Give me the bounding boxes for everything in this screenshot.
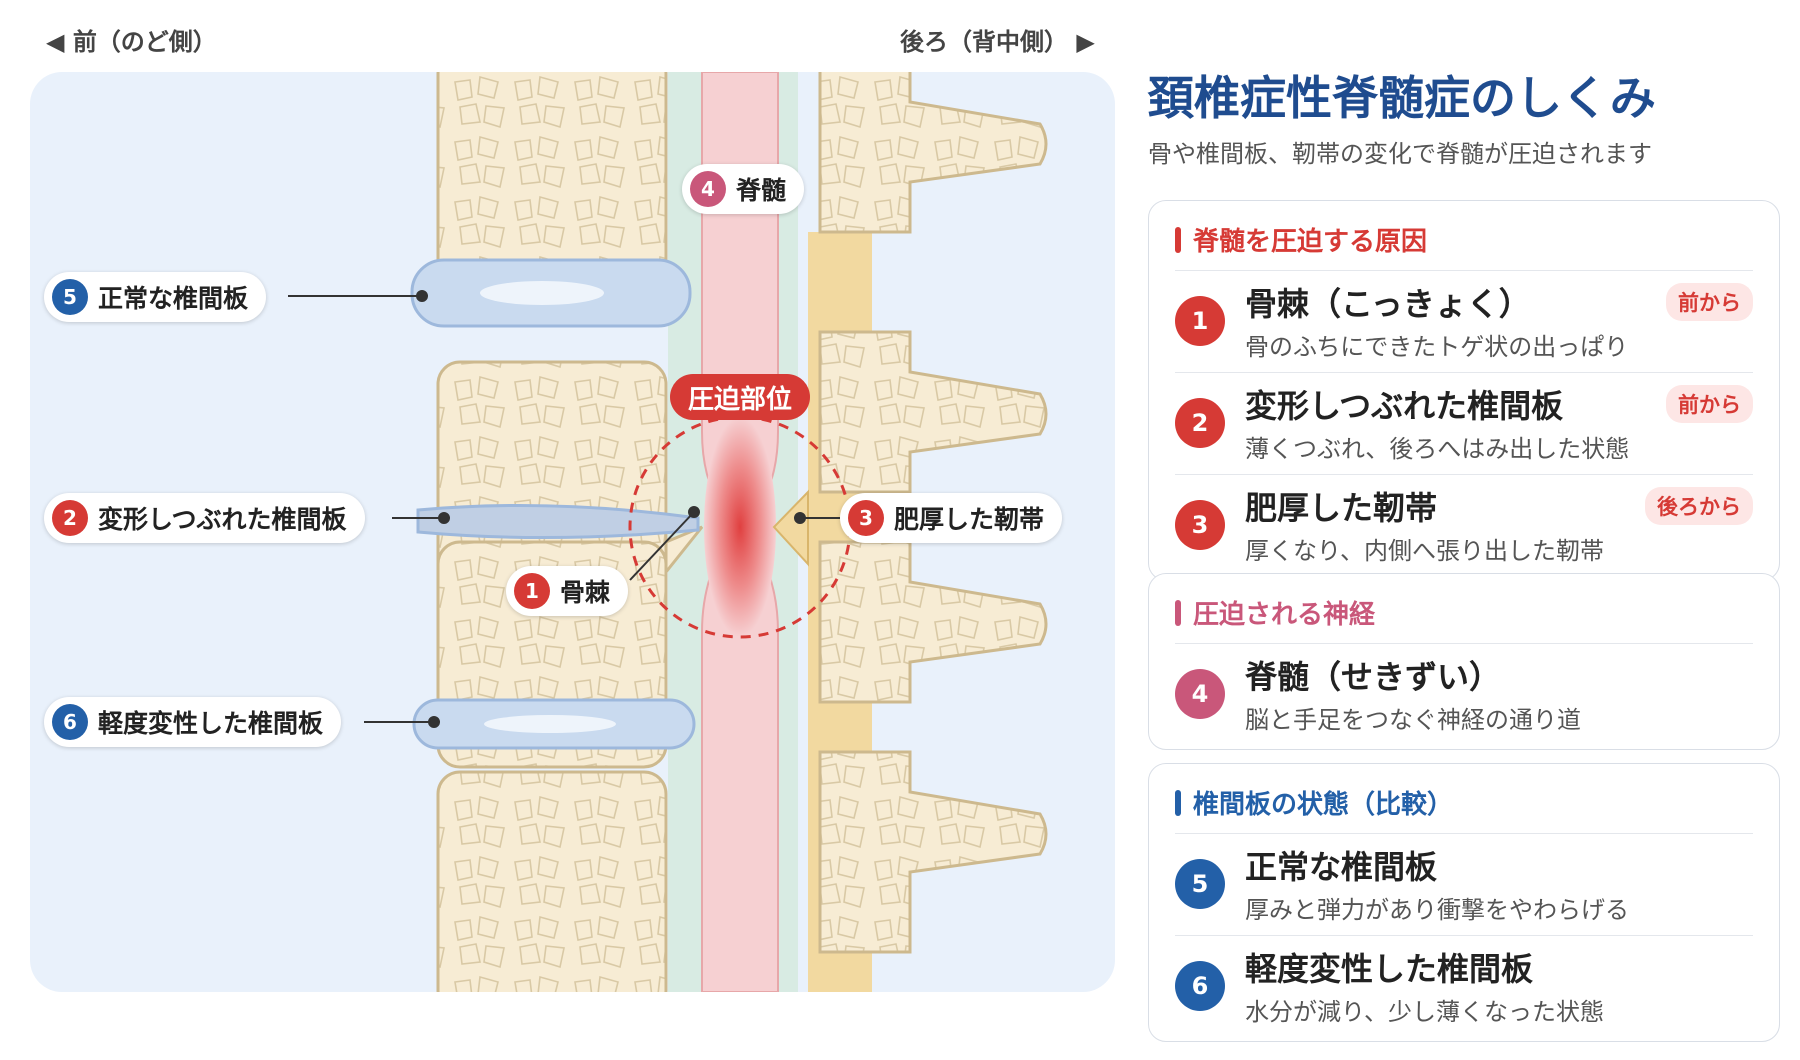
back-direction-label: 後ろ（背中側） ▶ xyxy=(900,28,1095,56)
callout-thickened-ligament: 3 肥厚した靭帯 xyxy=(840,493,1063,543)
spine-diagram: 圧迫部位 4 脊髄 5 正常な椎間板 2 変形しつぶれた椎間板 3 肥厚した靭帯… xyxy=(30,72,1115,992)
nerve-panel: 圧迫される神経 4 脊髄（せきずい） 脳と手足をつなぐ神経の通り道 xyxy=(1148,573,1780,750)
direction-badge: 前から xyxy=(1666,385,1753,423)
nerve-item-spinal-cord: 4 脊髄（せきずい） 脳と手足をつなぐ神経の通り道 xyxy=(1175,644,1753,745)
cause-item-disc: 2 変形しつぶれた椎間板 薄くつぶれ、後ろへはみ出した状態 前から xyxy=(1175,373,1753,475)
disc-item-mild: 6 軽度変性した椎間板 水分が減り、少し薄くなった状態 xyxy=(1175,936,1753,1037)
leader-dot-1 xyxy=(688,506,700,518)
item-title: 脊髄（せきずい） xyxy=(1245,658,1502,696)
item-number: 2 xyxy=(1175,397,1225,448)
callout-number: 1 xyxy=(514,573,550,609)
causes-panel: 脊髄を圧迫する原因 1 骨棘（こっきょく） 骨のふちにできたトゲ状の出っぱり 前… xyxy=(1148,200,1780,581)
callout-label: 変形しつぶれた椎間板 xyxy=(98,505,347,534)
callout-spinal-cord: 4 脊髄 xyxy=(682,164,805,214)
item-title: 変形しつぶれた椎間板 xyxy=(1245,387,1564,425)
posterior-element-1 xyxy=(818,72,1048,234)
mildly-degenerated-disc-nucleus xyxy=(484,715,616,733)
leader-dot-3 xyxy=(794,512,806,524)
compression-site-badge: 圧迫部位 xyxy=(670,374,811,420)
callout-bone-spur: 1 骨棘 xyxy=(506,566,629,616)
bone-spur xyxy=(664,525,704,577)
item-description: 厚くなり、内側へ張り出した靭帯 xyxy=(1245,537,1605,565)
leader-dot-2 xyxy=(438,512,450,524)
leader-dot-6 xyxy=(428,716,440,728)
compression-glow xyxy=(704,417,776,637)
discs-panel: 椎間板の状態（比較） 5 正常な椎間板 厚みと弾力があり衝撃をやわらげる 6 軽… xyxy=(1148,763,1780,1042)
compressed-disc xyxy=(416,504,700,540)
cause-item-ligament: 3 肥厚した靭帯 厚くなり、内側へ張り出した靭帯 後ろから xyxy=(1175,475,1753,576)
posterior-element-2 xyxy=(818,330,1048,494)
item-title: 正常な椎間板 xyxy=(1245,848,1438,886)
heading-accent-bar xyxy=(1175,226,1181,253)
posterior-element-3 xyxy=(818,540,1048,704)
discs-panel-heading: 椎間板の状態（比較） xyxy=(1175,784,1753,834)
direction-badge: 前から xyxy=(1666,283,1753,321)
leader-line-1 xyxy=(629,511,695,581)
direction-badge: 後ろから xyxy=(1645,487,1753,525)
front-direction-label: ◀ 前（のど側） xyxy=(46,28,217,56)
item-number: 1 xyxy=(1175,295,1225,346)
page-title: 頚椎症性脊髄症のしくみ xyxy=(1148,71,1656,125)
item-number: 4 xyxy=(1175,668,1225,719)
normal-disc-nucleus xyxy=(480,281,604,305)
heading-text: 椎間板の状態（比較） xyxy=(1193,790,1454,820)
disc-item-normal: 5 正常な椎間板 厚みと弾力があり衝撃をやわらげる xyxy=(1175,834,1753,936)
callout-number: 6 xyxy=(52,704,88,740)
item-description: 薄くつぶれ、後ろへはみ出した状態 xyxy=(1245,435,1630,463)
thickened-ligament xyxy=(772,489,809,567)
item-number: 3 xyxy=(1175,499,1225,550)
nerve-panel-heading: 圧迫される神経 xyxy=(1175,594,1753,644)
callout-label: 肥厚した靭帯 xyxy=(894,505,1045,534)
callout-number: 5 xyxy=(52,279,88,315)
item-title: 軽度変性した椎間板 xyxy=(1245,950,1534,988)
item-description: 厚みと弾力があり衝撃をやわらげる xyxy=(1245,896,1629,924)
item-number: 5 xyxy=(1175,858,1225,909)
item-description: 水分が減り、少し薄くなった状態 xyxy=(1245,998,1605,1026)
item-title: 肥厚した靭帯 xyxy=(1245,489,1438,527)
vertebral-body-4 xyxy=(436,770,668,992)
callout-mild-disc: 6 軽度変性した椎間板 xyxy=(44,697,342,747)
heading-accent-bar xyxy=(1175,599,1181,626)
callout-label: 骨棘 xyxy=(560,578,611,607)
leader-dot-5 xyxy=(416,290,428,302)
cause-item-bone-spur: 1 骨棘（こっきょく） 骨のふちにできたトゲ状の出っぱり 前から xyxy=(1175,271,1753,373)
callout-number: 2 xyxy=(52,500,88,536)
item-description: 骨のふちにできたトゲ状の出っぱり xyxy=(1245,333,1629,361)
callout-compressed-disc: 2 変形しつぶれた椎間板 xyxy=(44,493,365,543)
callout-number: 4 xyxy=(690,171,726,207)
item-number: 6 xyxy=(1175,960,1225,1011)
posterior-element-4 xyxy=(818,750,1048,954)
callout-label: 正常な椎間板 xyxy=(98,284,249,313)
heading-text: 脊髄を圧迫する原因 xyxy=(1193,227,1428,257)
callout-number: 3 xyxy=(848,500,884,536)
page-subtitle: 骨や椎間板、靭帯の変化で脊髄が圧迫されます xyxy=(1148,140,1652,168)
callout-label: 軽度変性した椎間板 xyxy=(98,709,324,738)
callout-label: 脊髄 xyxy=(736,176,787,205)
heading-text: 圧迫される神経 xyxy=(1193,600,1376,630)
heading-accent-bar xyxy=(1175,789,1181,816)
causes-panel-heading: 脊髄を圧迫する原因 xyxy=(1175,221,1753,271)
callout-normal-disc: 5 正常な椎間板 xyxy=(44,272,267,322)
item-title: 骨棘（こっきょく） xyxy=(1245,285,1531,323)
item-description: 脳と手足をつなぐ神経の通り道 xyxy=(1245,706,1581,734)
